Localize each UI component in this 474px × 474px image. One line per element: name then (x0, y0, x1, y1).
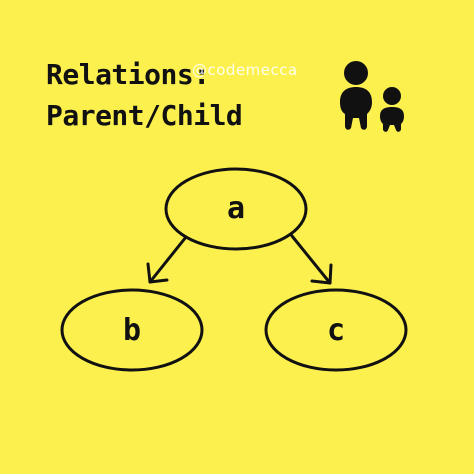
node-b-label: b (123, 313, 141, 348)
parent-body-icon (340, 87, 372, 130)
title-line-2: Parent/Child (46, 99, 243, 132)
node-c-label: c (327, 313, 345, 348)
edge-a-c (290, 234, 333, 285)
parent-head-icon (344, 61, 368, 85)
node-b: b (60, 288, 204, 372)
title-line-1: Relations: (46, 58, 210, 91)
node-c: c (264, 288, 408, 372)
child-head-icon (383, 87, 401, 105)
edge-a-b (146, 235, 188, 284)
node-a: a (164, 167, 308, 251)
parent-child-icon (340, 61, 404, 132)
page-title: Relations: Parent/Child (46, 54, 243, 136)
node-a-label: a (227, 191, 245, 226)
child-body-icon (380, 107, 404, 132)
watermark: @codemecca (192, 61, 298, 79)
